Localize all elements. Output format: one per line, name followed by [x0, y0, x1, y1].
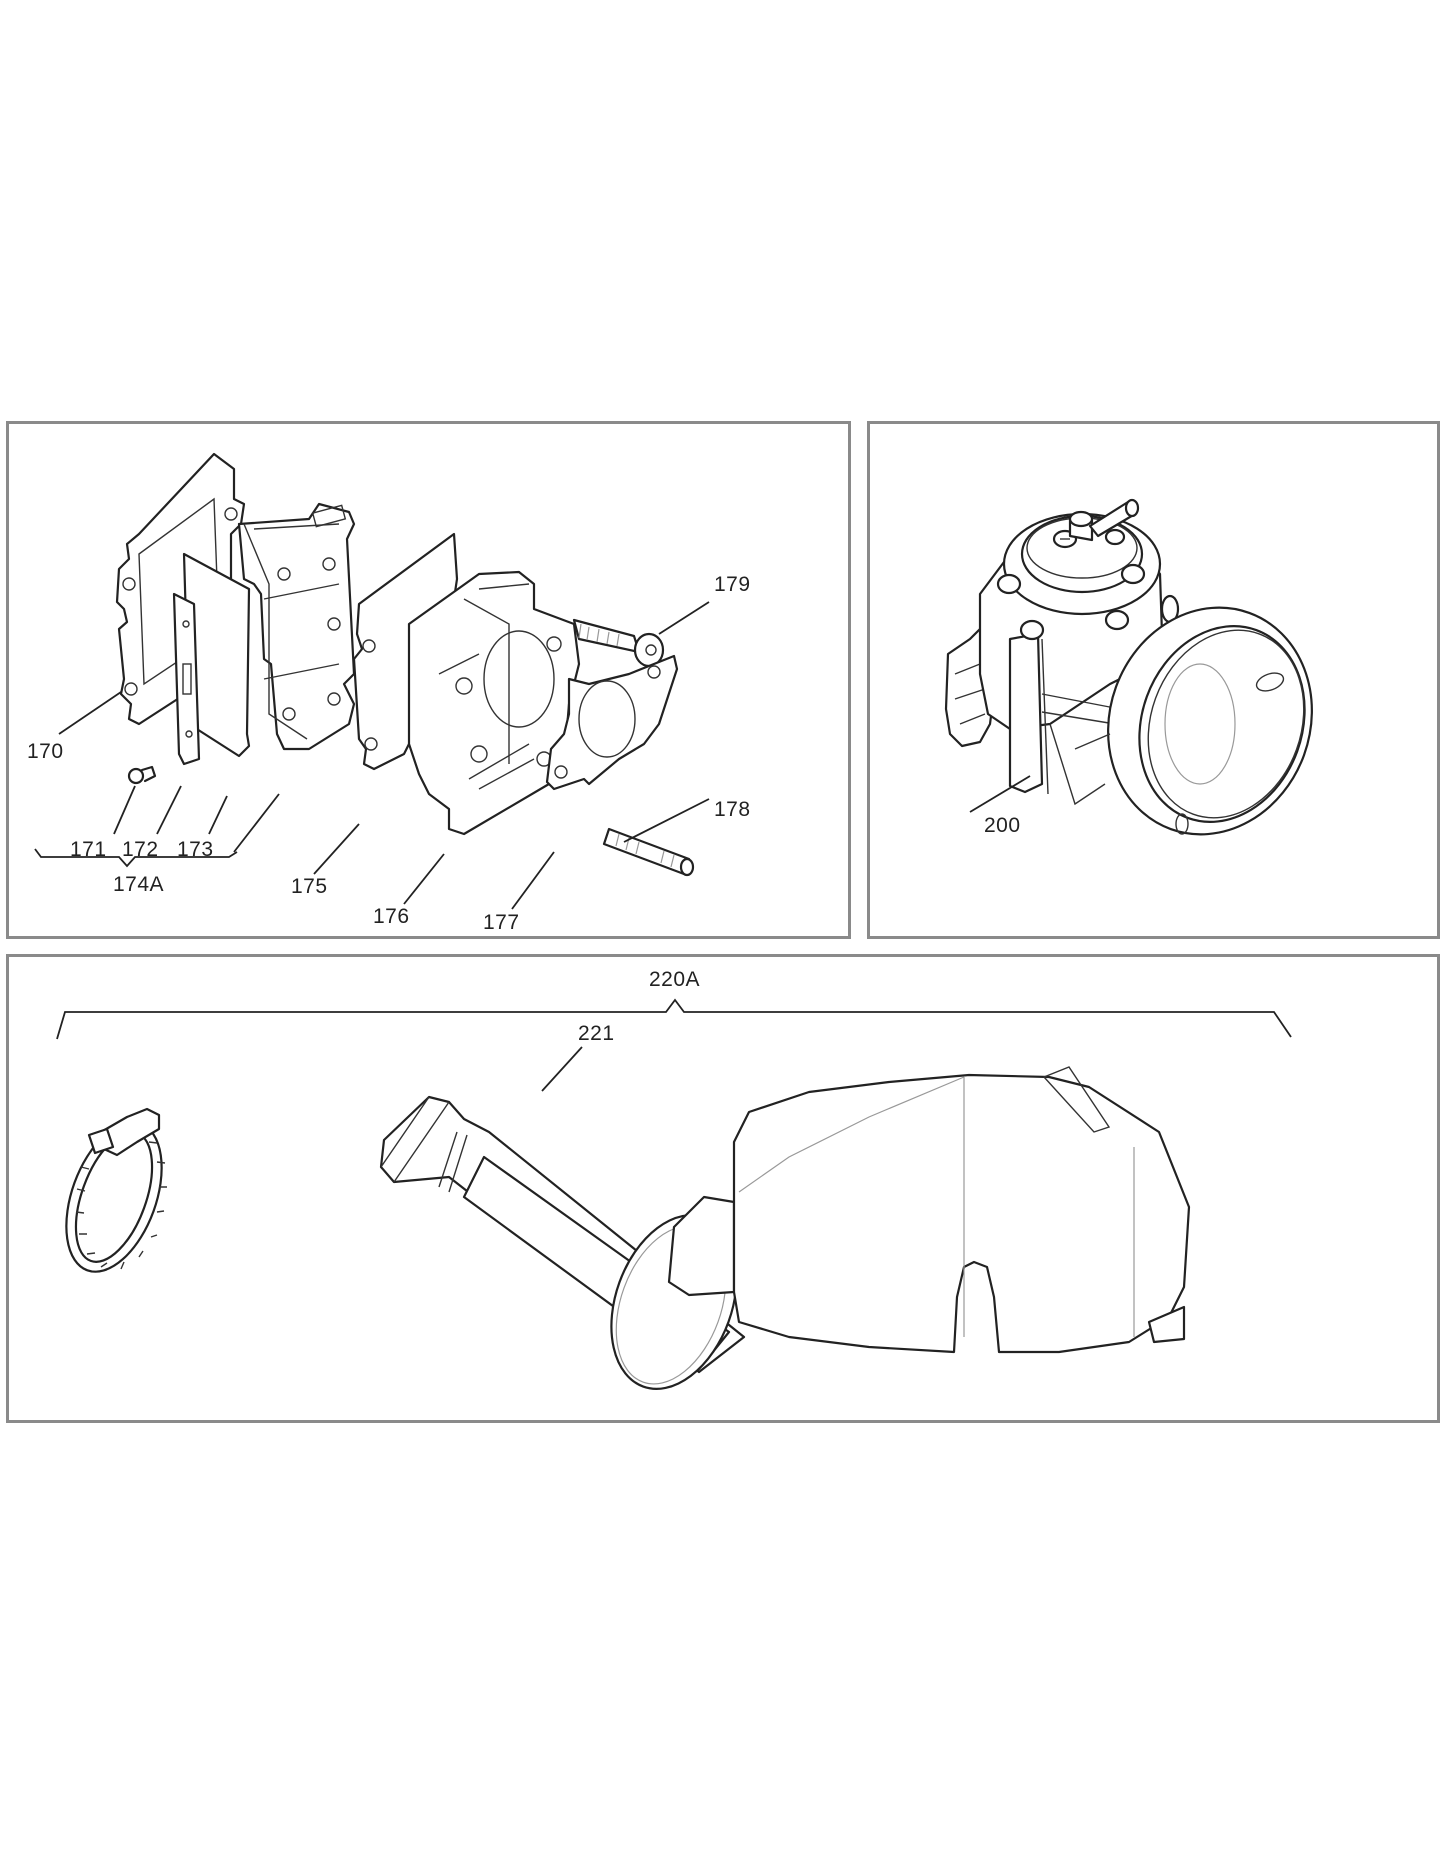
callout-179: 179: [714, 573, 751, 596]
callout-171: 171: [70, 838, 107, 861]
airbox-shape: [667, 1066, 1191, 1354]
callout-174a: 174A: [113, 873, 165, 896]
callout-176: 176: [373, 905, 410, 928]
manifold-176-shape: [407, 570, 581, 836]
screw-171-shape: [127, 765, 157, 785]
leader-175: [313, 823, 360, 875]
bracket-220a: [56, 998, 1292, 1040]
leader-200: [969, 775, 1031, 813]
leader-173: [208, 795, 228, 835]
stud-178-shape: [602, 827, 695, 877]
bracket-174a: [34, 848, 238, 868]
air-intake-drawing: [56, 998, 1292, 1390]
callout-173: 173: [177, 838, 214, 861]
reed-valve-panel: 170 171 172 173 174A 175 176 177 178 179: [6, 421, 851, 939]
callout-177: 177: [483, 911, 520, 934]
leader-221: [541, 1046, 583, 1092]
callout-220a: 220A: [649, 968, 701, 991]
carburetor-panel: 200: [867, 421, 1440, 939]
gasket-177-shape: [545, 654, 679, 791]
bolt-179-shape: [572, 618, 665, 668]
reed-valve-drawing: [34, 452, 710, 910]
callout-221: 221: [578, 1022, 615, 1045]
leader-172: [156, 785, 182, 835]
leader-176: [403, 853, 445, 905]
hose-clamp-shape: [65, 1107, 167, 1273]
air-intake-panel: 220A 221: [6, 954, 1440, 1423]
leader-177: [511, 851, 555, 910]
carburetor-drawing: [944, 498, 1313, 836]
leader-174a-cage: [233, 793, 280, 853]
callout-170: 170: [27, 740, 64, 763]
callout-172: 172: [122, 838, 159, 861]
callout-178: 178: [714, 798, 751, 821]
callout-175: 175: [291, 875, 328, 898]
carburetor-200-shape: [944, 498, 1313, 836]
callout-200: 200: [984, 814, 1021, 837]
reed-stop-172-shape: [172, 592, 201, 766]
leader-170: [58, 691, 122, 735]
leader-179: [658, 601, 710, 635]
leader-171: [113, 785, 136, 835]
reed-cage-shape: [237, 502, 356, 751]
leader-178: [623, 798, 710, 843]
filter-221-shape: [379, 1095, 746, 1390]
